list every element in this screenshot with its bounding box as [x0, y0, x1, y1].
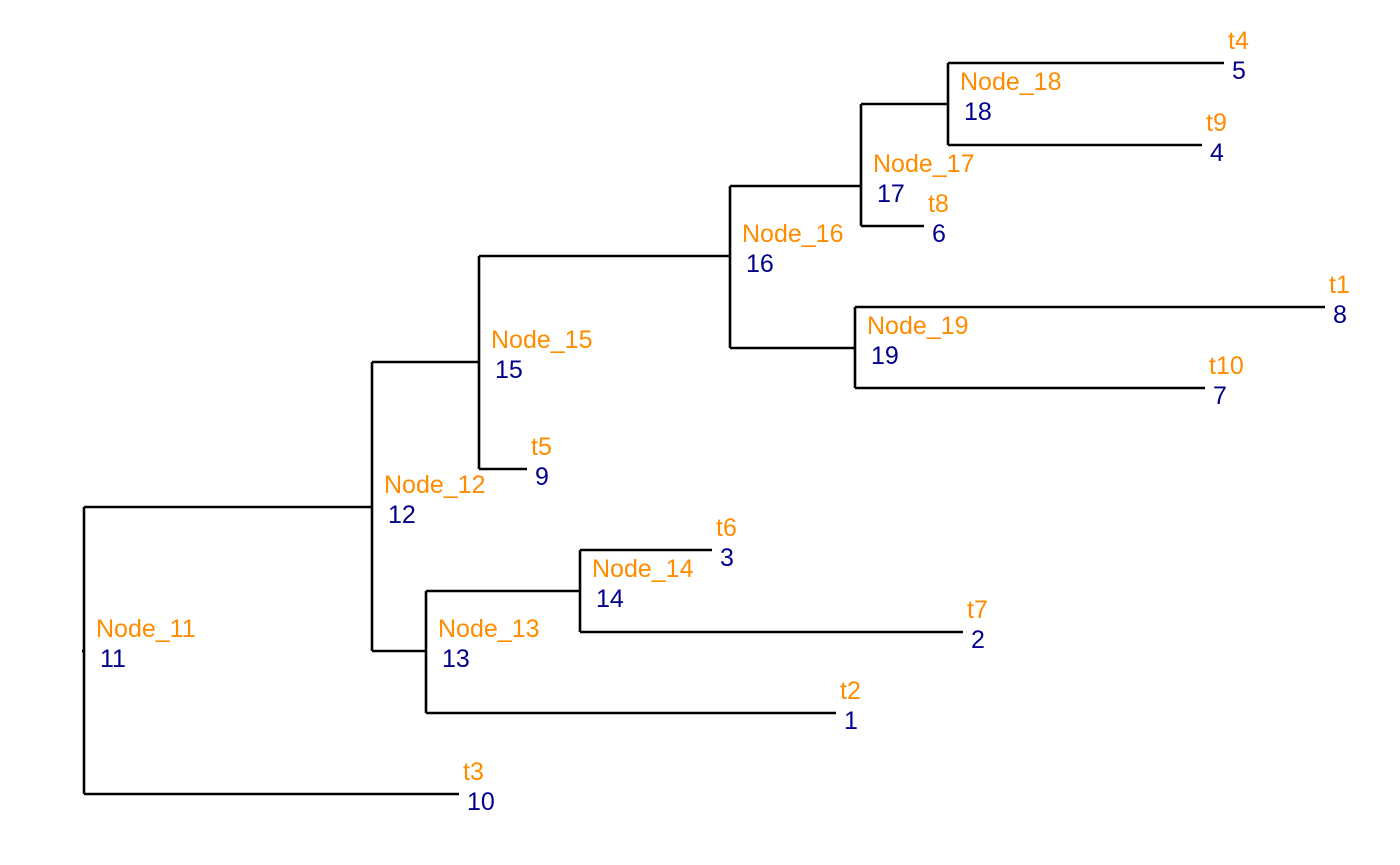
- tip-number-4: 4: [1210, 139, 1224, 167]
- node-label-18: Node_18: [960, 68, 1061, 96]
- tip-label-t9: t9: [1206, 109, 1227, 137]
- tip-label-t10: t10: [1209, 352, 1244, 380]
- node-number-11: 11: [100, 645, 126, 673]
- tip-label-t8: t8: [928, 190, 949, 218]
- tip-label-t7: t7: [967, 596, 988, 624]
- node-label-12: Node_12: [384, 471, 485, 499]
- tip-label-t2: t2: [840, 677, 861, 705]
- tip-number-2: 2: [971, 626, 985, 654]
- tip-number-8: 8: [1333, 301, 1347, 329]
- tree-labels: Node_1111Node_1212Node_1313Node_1414Node…: [96, 27, 1350, 816]
- node-number-13: 13: [442, 645, 470, 673]
- node-number-15: 15: [495, 356, 523, 384]
- node-label-16: Node_16: [742, 220, 843, 248]
- node-number-12: 12: [388, 501, 416, 529]
- node-number-17: 17: [877, 180, 905, 208]
- node-number-16: 16: [746, 250, 774, 278]
- node-label-14: Node_14: [592, 555, 694, 583]
- tip-number-6: 6: [932, 220, 946, 248]
- tip-label-t1: t1: [1329, 271, 1350, 299]
- tip-number-10: 10: [467, 788, 495, 816]
- tip-number-7: 7: [1213, 382, 1227, 410]
- tip-number-9: 9: [535, 463, 549, 491]
- node-label-17: Node_17: [873, 150, 974, 178]
- tip-label-t6: t6: [716, 514, 737, 542]
- node-label-15: Node_15: [491, 326, 592, 354]
- node-label-19: Node_19: [867, 312, 968, 340]
- tree-branches: [82, 61, 1325, 796]
- tip-number-3: 3: [720, 544, 734, 572]
- node-label-11: Node_11: [96, 615, 196, 643]
- node-number-19: 19: [871, 342, 899, 370]
- node-label-13: Node_13: [438, 615, 539, 643]
- tip-label-t4: t4: [1228, 27, 1249, 55]
- tip-number-1: 1: [844, 707, 858, 735]
- tip-label-t3: t3: [463, 758, 484, 786]
- tip-number-5: 5: [1232, 57, 1246, 85]
- node-number-18: 18: [964, 98, 992, 126]
- node-number-14: 14: [596, 585, 624, 613]
- tip-label-t5: t5: [531, 433, 552, 461]
